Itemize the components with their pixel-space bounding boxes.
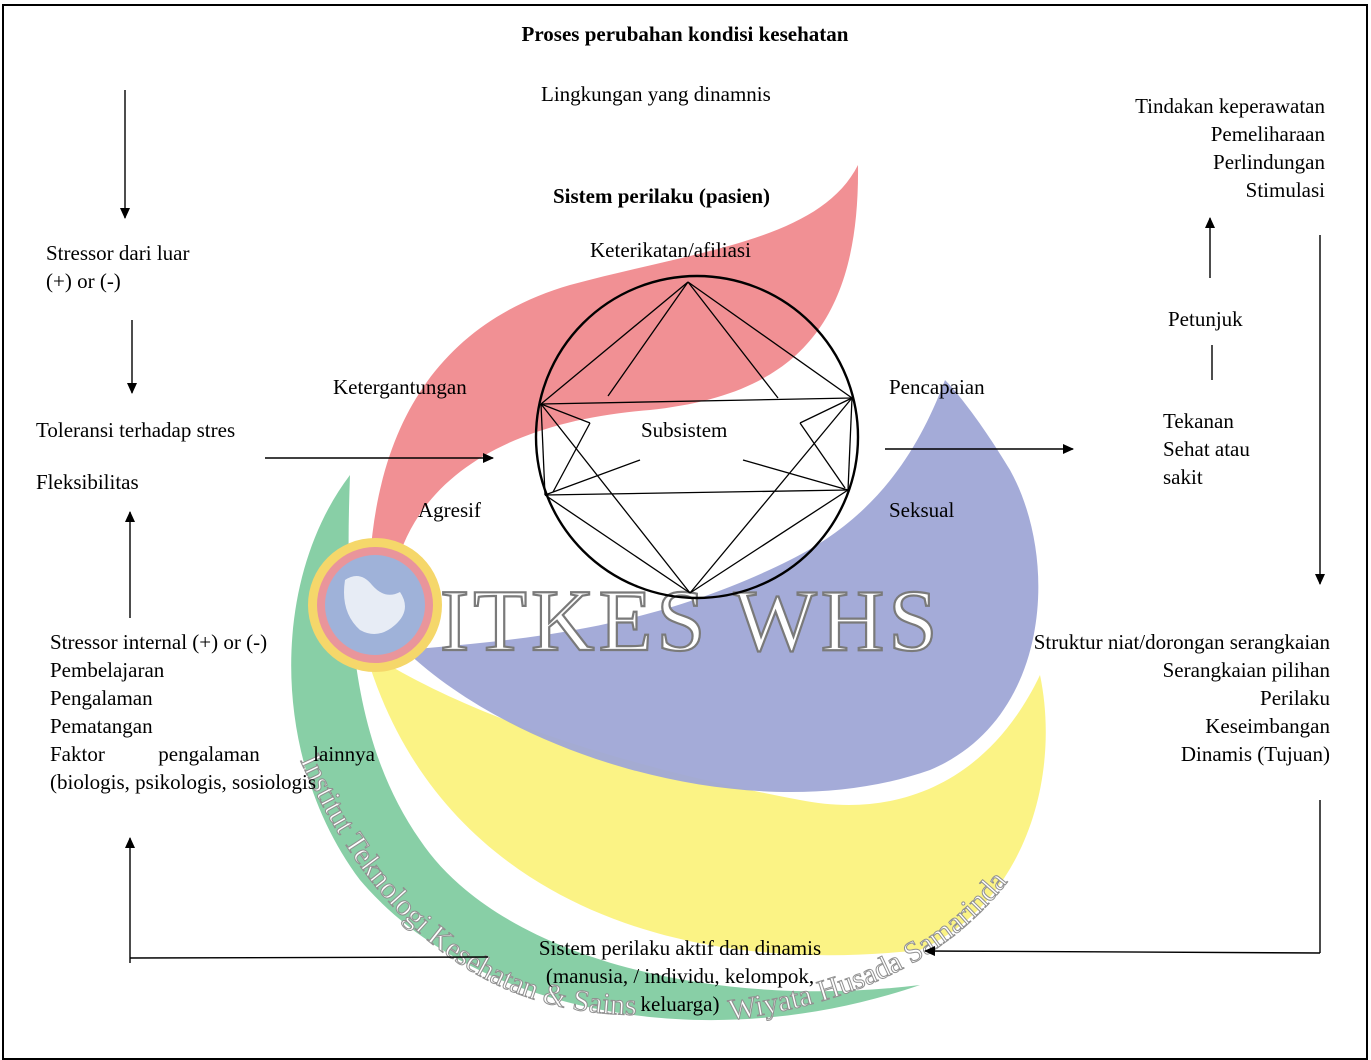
watermark-logo-text: ITKES WHS bbox=[440, 573, 941, 670]
system-title: Sistem perilaku (pasien) bbox=[553, 184, 771, 208]
drive-structure: Struktur niat/dorongan serangkaian Seran… bbox=[1033, 630, 1330, 766]
subsystem-achievement: Pencapaian bbox=[889, 375, 985, 399]
pressure-health: Tekanan Sehat atau sakit bbox=[1163, 409, 1250, 489]
swirl-blue bbox=[405, 380, 1039, 793]
swirl-yellow bbox=[365, 650, 1046, 956]
flow-arrows bbox=[120, 90, 1325, 963]
flexibility: Fleksibilitas bbox=[36, 470, 139, 494]
nursing-actions: Tindakan keperawatan Pemeliharaan Perlin… bbox=[1135, 94, 1325, 202]
subsystem-circle bbox=[534, 274, 860, 600]
diagram-title: Proses perubahan kondisi kesehatan bbox=[521, 22, 849, 46]
external-stressor: Stressor dari luar (+) or (-) bbox=[46, 241, 190, 293]
stress-tolerance: Toleransi terhadap stres bbox=[36, 418, 236, 442]
environment-label: Lingkungan yang dinamnis bbox=[541, 82, 771, 106]
swirl-green bbox=[291, 475, 920, 1021]
internal-stressor: Stressor internal (+) or (-) Pembelajara… bbox=[50, 630, 375, 794]
line-bottom-left bbox=[129, 956, 489, 959]
active-behavior-system: Sistem perilaku aktif dan dinamis (manus… bbox=[538, 936, 822, 1016]
subsystem-network bbox=[534, 274, 860, 600]
diagram-frame bbox=[2, 4, 1368, 1060]
subsystem-aggressive: Agresif bbox=[418, 498, 481, 522]
subsystem-dependency: Ketergantungan bbox=[333, 375, 467, 399]
subsystem-center: Subsistem bbox=[641, 418, 728, 442]
globe-logo bbox=[308, 538, 442, 672]
guidance-label: Petunjuk bbox=[1168, 307, 1243, 331]
subsystem-affiliation: Keterikatan/afiliasi bbox=[590, 238, 751, 262]
swirl-red bbox=[370, 165, 859, 570]
subsystem-sexual: Seksual bbox=[889, 498, 955, 522]
arrow-to-bottom-system bbox=[924, 946, 1321, 957]
